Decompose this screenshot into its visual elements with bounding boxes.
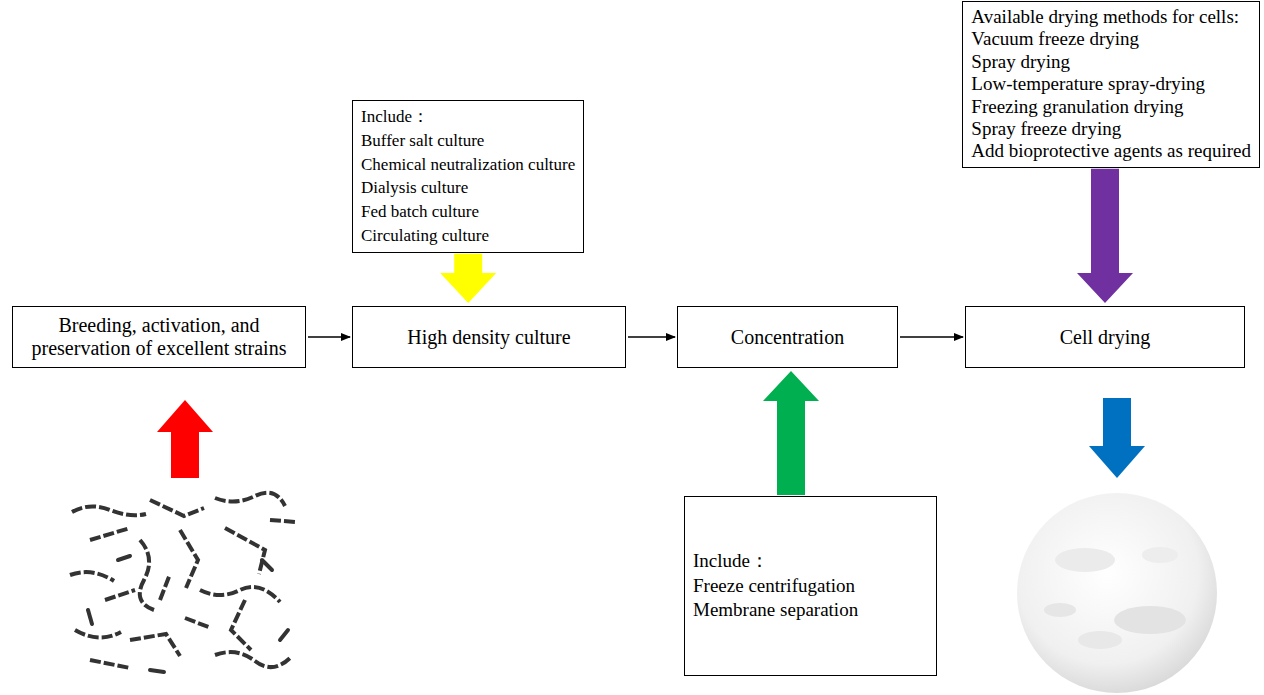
box-text: Spray drying [971, 51, 1251, 73]
box-text: Breeding, activation, and preservation o… [21, 314, 297, 360]
bacteria-illustration [88, 556, 288, 672]
box-text: High density culture [407, 326, 570, 349]
box-text: Chemical neutralization culture [361, 153, 575, 177]
box-text: Freezing granulation drying [971, 96, 1251, 118]
box-heading: Include： [361, 105, 575, 129]
process-box: Concentration [677, 306, 898, 368]
box-heading: Include： [693, 549, 928, 574]
process-box: Cell drying [965, 306, 1245, 368]
box-text: Vacuum freeze drying [971, 28, 1251, 50]
yellow-arrow [440, 254, 496, 303]
box-text: Spray freeze drying [971, 118, 1251, 140]
box-text: Circulating culture [361, 224, 575, 248]
box-text: Dialysis culture [361, 176, 575, 200]
note-box: Include：Buffer salt cultureChemical neut… [352, 100, 584, 253]
process-box: Breeding, activation, and preservation o… [12, 306, 306, 368]
red-arrow [157, 400, 213, 478]
process-box: High density culture [352, 306, 626, 368]
blue-arrow [1089, 398, 1145, 478]
box-heading: Available drying methods for cells: [971, 6, 1251, 28]
box-text: Buffer salt culture [361, 129, 575, 153]
bacteria-illustration [70, 493, 296, 668]
flow-arrow [900, 336, 963, 337]
box-text: Cell drying [1060, 326, 1151, 349]
green-arrow [763, 371, 819, 495]
powder-illustration [1017, 493, 1217, 693]
flow-arrow [308, 336, 350, 337]
purple-arrow [1077, 169, 1133, 303]
flow-arrow [628, 336, 675, 337]
box-text: Low-temperature spray-drying [971, 73, 1251, 95]
box-text: Membrane separation [693, 598, 928, 623]
box-text: Add bioprotective agents as required [971, 140, 1251, 162]
box-text: Concentration [731, 326, 844, 349]
box-text: Fed batch culture [361, 200, 575, 224]
note-box: Available drying methods for cells:Vacuu… [962, 1, 1260, 168]
box-text: Freeze centrifugation [693, 574, 928, 599]
note-box: Include：Freeze centrifugationMembrane se… [684, 496, 937, 676]
